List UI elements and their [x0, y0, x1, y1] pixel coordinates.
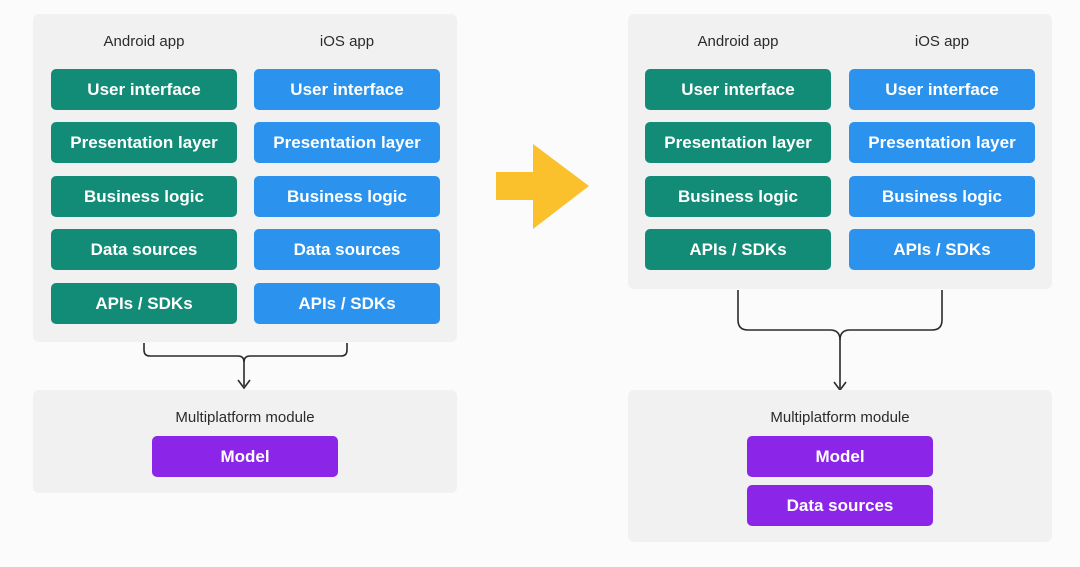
after-ios-apis-sdks: APIs / SDKs [849, 229, 1035, 270]
before-android-label: Android app [103, 33, 185, 50]
after-ios-user-interface: User interface [849, 69, 1035, 110]
after-ios-business-logic: Business logic [849, 176, 1035, 217]
before-ios-user-interface: User interface [254, 69, 440, 110]
before-module-title: Multiplatform module [175, 409, 315, 426]
after-ios-presentation-layer: Presentation layer [849, 122, 1035, 163]
before-ios-presentation-layer: Presentation layer [254, 122, 440, 163]
after-android-user-interface: User interface [645, 69, 831, 110]
before-android-presentation-layer: Presentation layer [51, 122, 237, 163]
after-data-sources-block: Data sources [747, 485, 933, 526]
before-ios-business-logic: Business logic [254, 176, 440, 217]
before-android-business-logic: Business logic [51, 176, 237, 217]
after-android-label: Android app [697, 33, 779, 50]
before-android-data-sources: Data sources [51, 229, 237, 270]
before-model-block: Model [152, 436, 338, 477]
before-ios-label: iOS app [319, 33, 375, 50]
after-ios-label: iOS app [914, 33, 970, 50]
before-ios-data-sources: Data sources [254, 229, 440, 270]
after-model-block: Model [747, 436, 933, 477]
after-android-business-logic: Business logic [645, 176, 831, 217]
before-android-apis-sdks: APIs / SDKs [51, 283, 237, 324]
after-module-title: Multiplatform module [770, 409, 910, 426]
before-android-user-interface: User interface [51, 69, 237, 110]
after-android-presentation-layer: Presentation layer [645, 122, 831, 163]
before-ios-apis-sdks: APIs / SDKs [254, 283, 440, 324]
after-android-apis-sdks: APIs / SDKs [645, 229, 831, 270]
